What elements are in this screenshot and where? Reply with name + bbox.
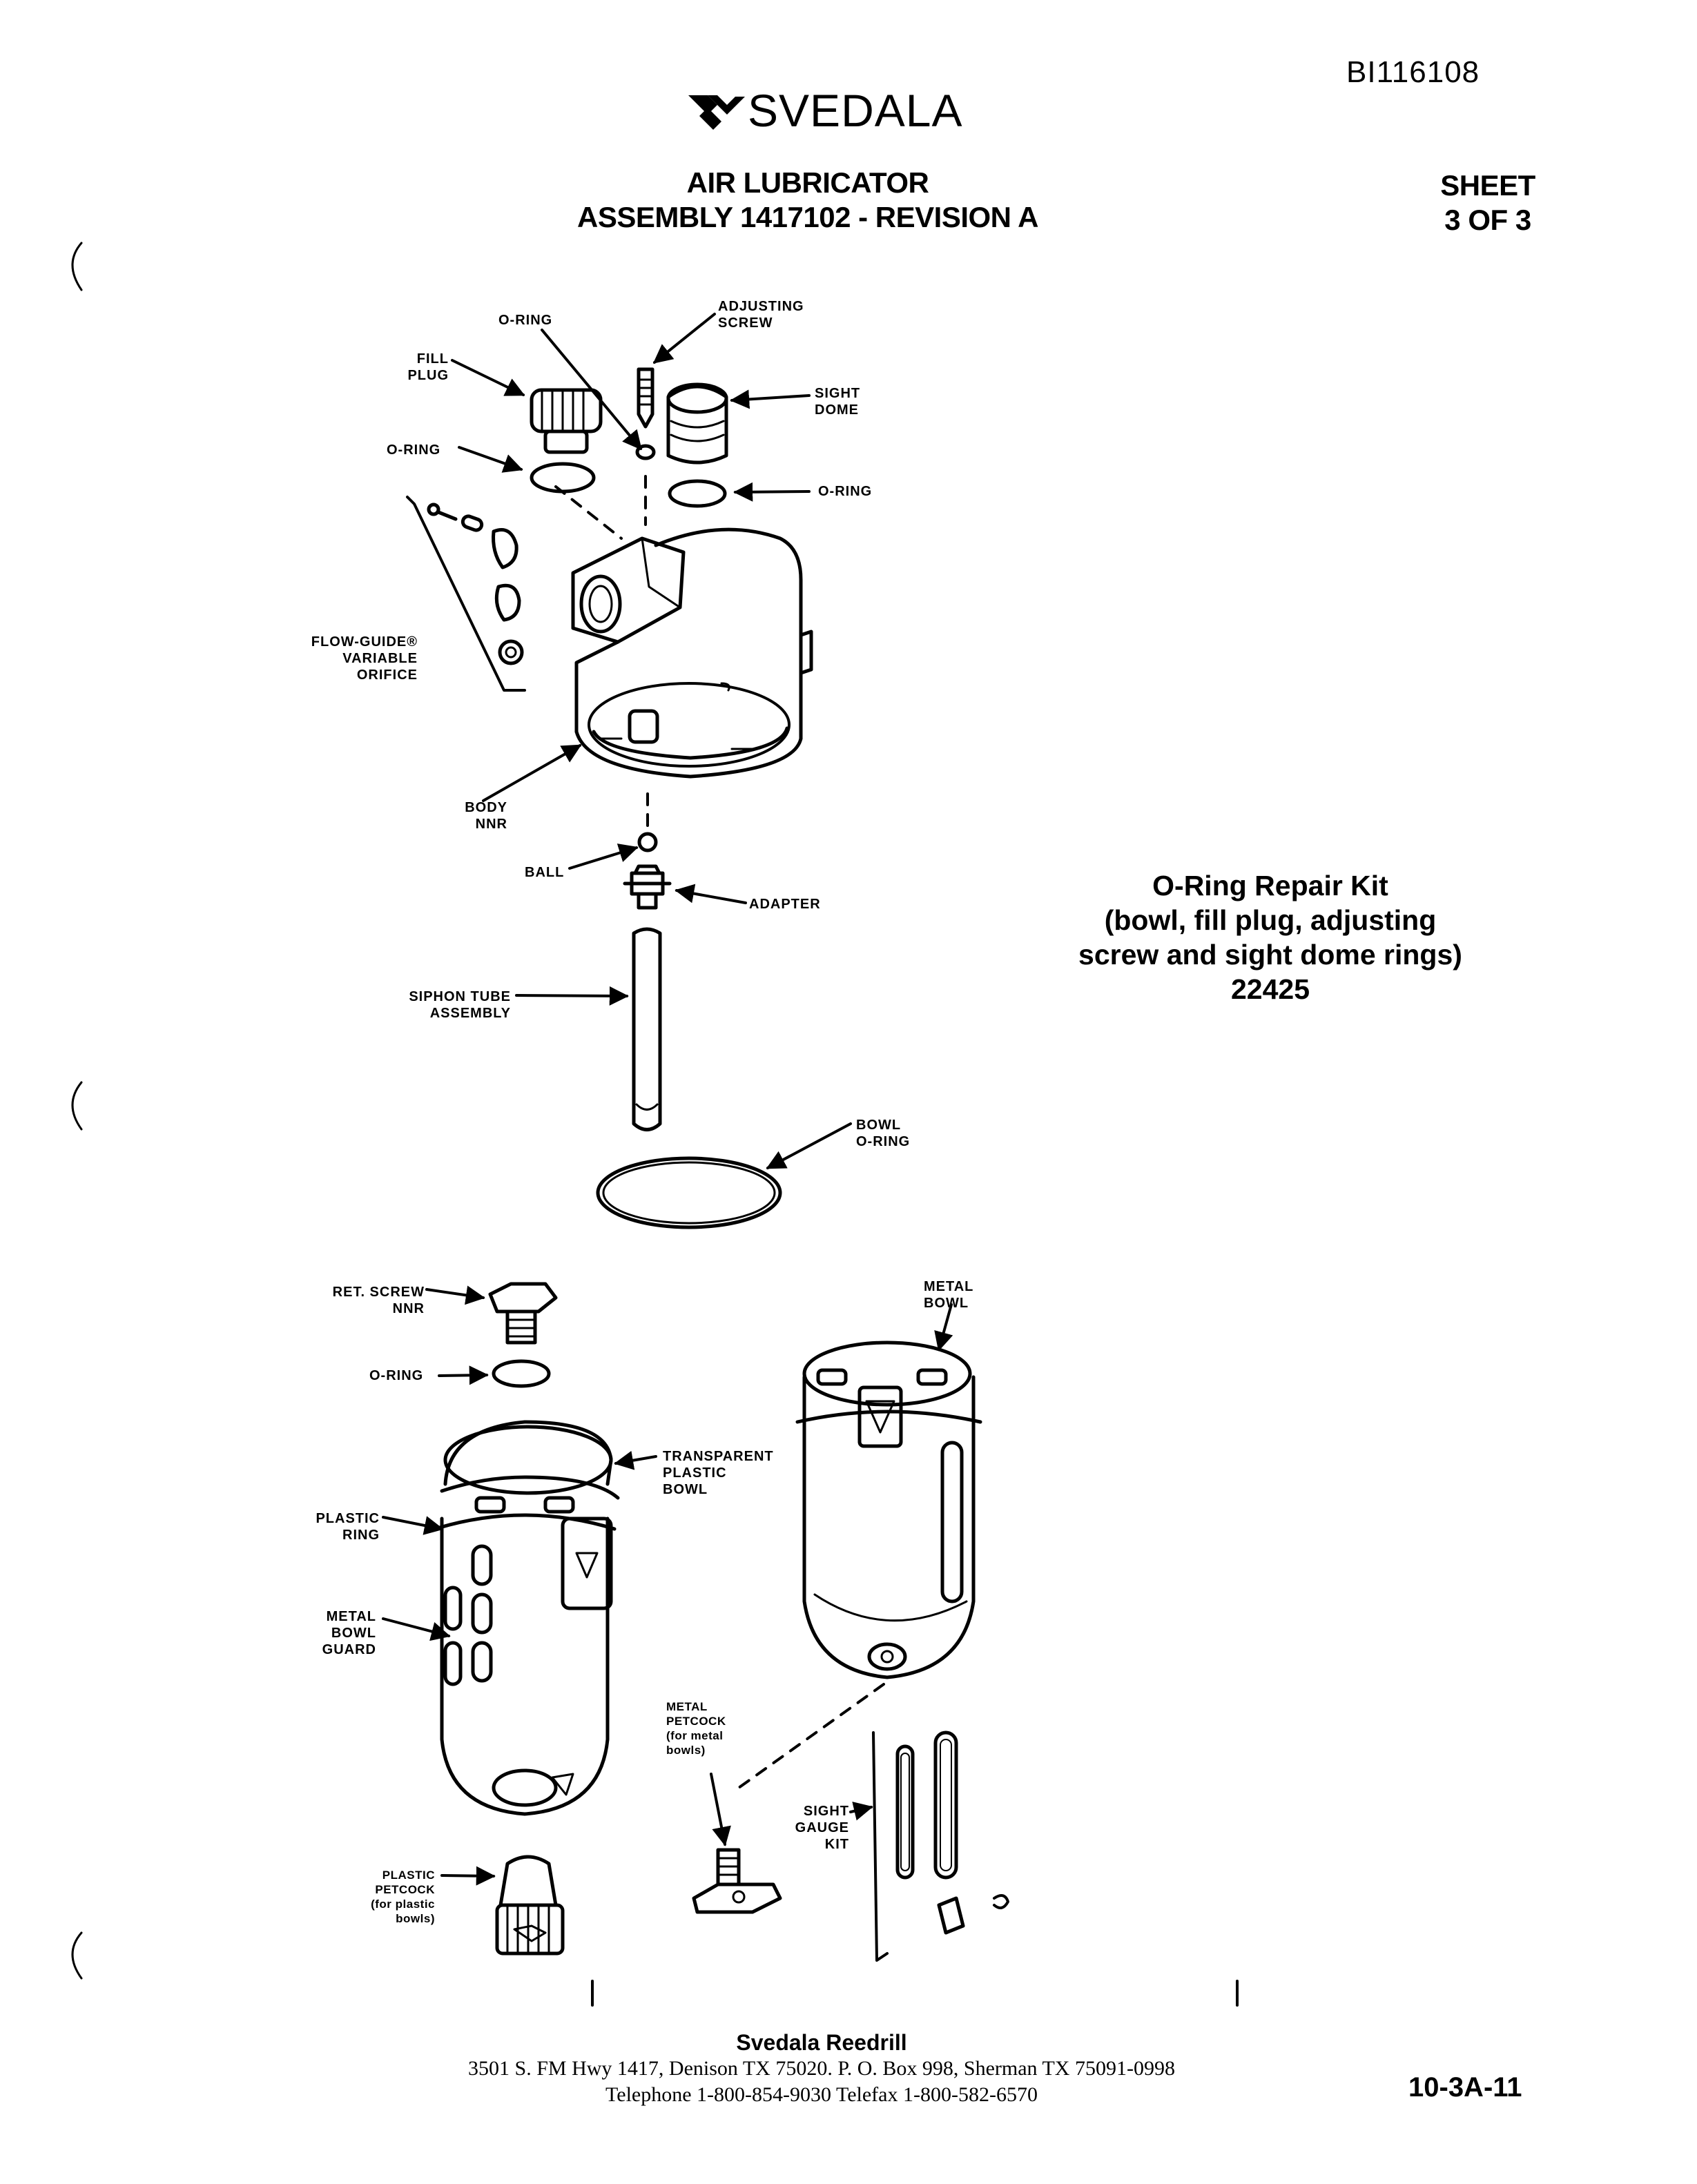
sight-gauge-kit-part <box>872 1730 1009 1962</box>
leader-lines <box>382 313 953 1886</box>
sheet-label: SHEET <box>1440 169 1535 202</box>
brand-name: SVEDALA <box>748 85 963 136</box>
fill-plug-o-ring-part <box>530 462 596 494</box>
repair-kit-part-number: 22425 <box>1230 973 1310 1005</box>
fill-plug-part <box>530 388 603 454</box>
drawing-title: AIR LUBRICATOR ASSEMBLY 1417102 - REVISI… <box>483 166 1132 235</box>
title-line-1: AIR LUBRICATOR <box>686 166 929 199</box>
metal-petcock-part <box>692 1848 782 1914</box>
label-o-ring-left: O-RING <box>387 442 441 458</box>
metal-bowl-guard-part <box>433 1496 617 1816</box>
svedala-logo-icon <box>688 95 745 130</box>
binding-hole-marks <box>71 242 83 1980</box>
metal-bowl-part <box>795 1340 982 1679</box>
page-number: 10-3A-11 <box>1408 2072 1522 2103</box>
sight-dome-part <box>666 382 728 465</box>
flow-guide-bracket <box>406 496 526 692</box>
footer-address: 3501 S. FM Hwy 1417, Denison TX 75020. P… <box>468 2057 1175 2080</box>
footer-phone: Telephone 1-800-854-9030 Telefax 1-800-5… <box>605 2083 1038 2106</box>
ball-part <box>637 832 658 852</box>
adapter-part <box>623 864 672 910</box>
retaining-screw-part <box>488 1282 558 1345</box>
label-o-ring-top: O-RING <box>498 313 553 328</box>
flow-guide-orifice-parts <box>427 503 524 665</box>
repair-kit-line-2: (bowl, fill plug, adjusting <box>1104 904 1437 936</box>
title-line-2: ASSEMBLY 1417102 - REVISION A <box>577 201 1038 233</box>
footer: Svedala Reedrill 3501 S. FM Hwy 1417, De… <box>345 2029 1298 2108</box>
sheet-number: SHEET 3 OF 3 <box>1408 168 1567 237</box>
sight-dome-o-ring-part <box>668 479 727 508</box>
transparent-plastic-bowl-part <box>440 1420 620 1500</box>
bowl-o-ring-part <box>596 1156 782 1229</box>
adjusting-screw-o-ring-part <box>635 444 656 460</box>
repair-kit-line-1: O-Ring Repair Kit <box>1152 870 1388 901</box>
siphon-tube-part <box>632 927 662 1131</box>
label-adapter: ADAPTER <box>749 897 821 912</box>
lubricator-body-part <box>571 527 813 779</box>
label-ball: BALL <box>525 865 565 880</box>
repair-kit-note: O-Ring Repair Kit (bowl, fill plug, adju… <box>1022 868 1519 1006</box>
adjusting-screw-part <box>637 367 654 429</box>
assembly-centerlines <box>554 475 885 1789</box>
document-id: BI116108 <box>1346 55 1480 89</box>
label-o-ring-right: O-RING <box>818 484 873 499</box>
sheet-count: 3 OF 3 <box>1444 204 1531 236</box>
footer-company: Svedala Reedrill <box>736 2030 907 2055</box>
ret-screw-o-ring-part <box>492 1359 551 1388</box>
repair-kit-line-3: screw and sight dome rings) <box>1078 939 1462 971</box>
label-o-ring-lower: O-RING <box>369 1368 424 1383</box>
brand-logo: SVEDALA <box>687 81 963 137</box>
plastic-petcock-part <box>495 1855 565 1956</box>
